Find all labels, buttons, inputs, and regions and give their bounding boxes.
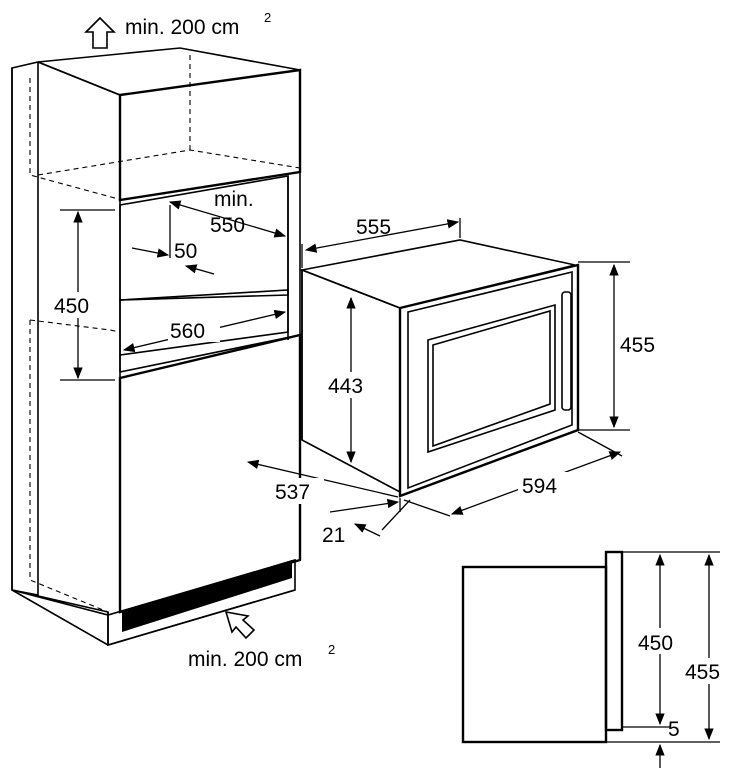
- bottom-offset-label: 5: [668, 718, 680, 741]
- niche-depth-label: 550: [210, 214, 245, 237]
- cabinet-top-front: [118, 68, 302, 202]
- inner-height-label: 450: [638, 632, 673, 655]
- vent-bottom-label: min. 200 cm: [188, 648, 302, 671]
- niche-shelf: [119, 289, 289, 356]
- arrow-up-icon: [84, 16, 116, 49]
- appliance-front: [398, 263, 580, 498]
- top-depth-line: [304, 219, 460, 253]
- side-view-front-panel: [604, 550, 624, 732]
- niche-depth-min-label: min.: [214, 188, 254, 211]
- arrow-diagonal-icon: [224, 610, 256, 640]
- cabinet-left-panel: [11, 60, 39, 596]
- niche-width-label: 560: [170, 320, 205, 343]
- top-depth-label: 555: [356, 216, 391, 239]
- front-thickness-label: 21: [322, 524, 345, 547]
- outer-height-label: 455: [685, 661, 720, 684]
- appliance: [299, 239, 580, 498]
- appliance-dimensions: 555 455 443 537 21 594: [246, 216, 655, 547]
- niche-opening: [119, 175, 289, 301]
- vent-top-annotation: min. 200 cm 2: [84, 10, 271, 49]
- body-height-label: 443: [328, 375, 363, 398]
- niche-depth-line: [168, 200, 287, 238]
- appliance-handle: [561, 291, 572, 411]
- appliance-window: [427, 303, 556, 454]
- body-depth-label: 537: [275, 481, 310, 504]
- vent-bottom-sup: 2: [328, 642, 335, 657]
- gap-label: 50: [174, 240, 197, 263]
- side-view-body: [461, 565, 608, 744]
- cabinet: [11, 47, 302, 647]
- vent-top-label: min. 200 cm: [125, 16, 239, 39]
- front-height-label: 455: [620, 334, 655, 357]
- front-width-label: 594: [522, 475, 557, 498]
- plinth-vent-grille: [122, 560, 292, 632]
- niche-dimensions: min. 550 50 450 560: [52, 188, 287, 381]
- niche-height-label: 450: [54, 295, 89, 318]
- side-view: 450 455 5: [461, 550, 732, 768]
- vent-top-sup: 2: [264, 10, 271, 25]
- vent-bottom-annotation: min. 200 cm 2: [188, 610, 335, 671]
